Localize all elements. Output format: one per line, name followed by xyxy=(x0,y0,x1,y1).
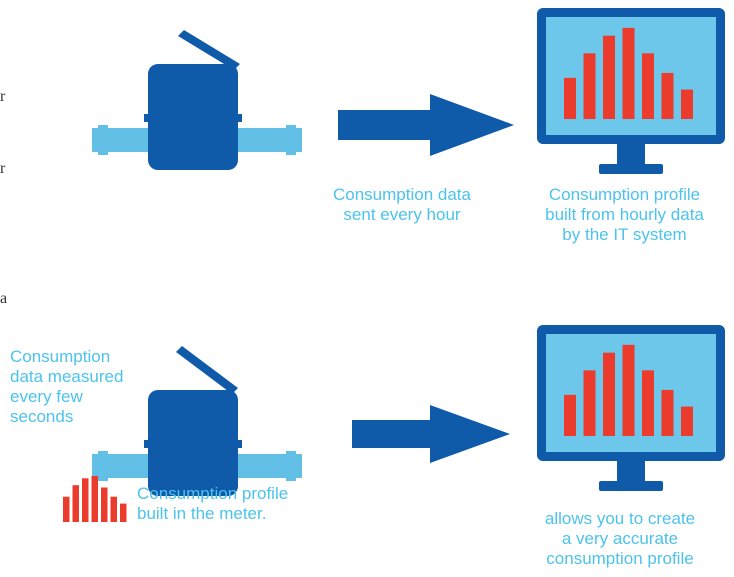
chart-bar xyxy=(603,35,615,120)
chart-bar xyxy=(622,27,635,119)
chart-bar xyxy=(622,344,635,436)
chart-bar xyxy=(72,485,79,522)
caption-measured-seconds: Consumption data measured every few seco… xyxy=(10,347,123,427)
caption-accurate-profile: allows you to create a very accurate con… xyxy=(510,509,730,569)
water-meter-icon-top xyxy=(92,30,302,170)
caption-line: built from hourly data xyxy=(545,205,704,224)
caption-profile-in-meter: Consumption profile built in the meter. xyxy=(137,484,288,524)
right-arrow-icon-bottom xyxy=(352,405,510,463)
caption-line: a very accurate xyxy=(561,529,679,548)
chart-bar xyxy=(91,476,98,522)
caption-line: Consumption data xyxy=(333,185,471,204)
chart-bar xyxy=(681,89,693,119)
caption-line: seconds xyxy=(10,407,74,426)
caption-line: Consumption profile xyxy=(548,185,701,204)
caption-profile-hourly: Consumption profile built from hourly da… xyxy=(522,185,727,245)
caption-line: built in the meter. xyxy=(137,504,267,523)
water-meter-icon-bottom xyxy=(92,346,302,496)
mini-bar-chart-icon xyxy=(63,476,127,522)
chart-bar xyxy=(583,370,596,436)
caption-line: by the IT system xyxy=(562,225,687,244)
edge-mark-top: r xyxy=(0,88,6,105)
caption-line: Consumption xyxy=(10,347,111,366)
monitor-bar-chart-icon-top xyxy=(537,8,725,174)
edge-mark-mid: r xyxy=(0,160,6,177)
caption-sent-every-hour: Consumption data sent every hour xyxy=(307,185,497,225)
caption-line: every few xyxy=(10,387,83,406)
caption-line: sent every hour xyxy=(343,205,461,224)
meter-lid xyxy=(178,30,240,70)
chart-bar xyxy=(564,394,576,436)
caption-line: Consumption profile xyxy=(137,484,289,503)
chart-bar xyxy=(642,370,654,436)
chart-bar xyxy=(82,478,89,522)
chart-bar xyxy=(63,496,70,522)
chart-bar xyxy=(661,72,674,119)
caption-line: consumption profile xyxy=(546,549,694,568)
chart-bar xyxy=(101,487,108,522)
caption-line: allows you to create xyxy=(544,509,696,528)
meter-lid xyxy=(176,346,238,394)
chart-bar xyxy=(642,53,654,120)
right-arrow-icon-top xyxy=(338,94,514,156)
chart-bar xyxy=(661,389,674,436)
edge-mark-bottom: a xyxy=(0,290,8,307)
chart-bar xyxy=(681,406,693,436)
monitor-bar-chart-icon-bottom xyxy=(537,325,725,491)
chart-bar xyxy=(110,496,117,522)
chart-bar xyxy=(603,352,615,436)
caption-line: data measured xyxy=(10,367,124,386)
chart-bar xyxy=(564,77,576,119)
chart-bar xyxy=(120,503,127,522)
chart-bar xyxy=(583,53,596,120)
